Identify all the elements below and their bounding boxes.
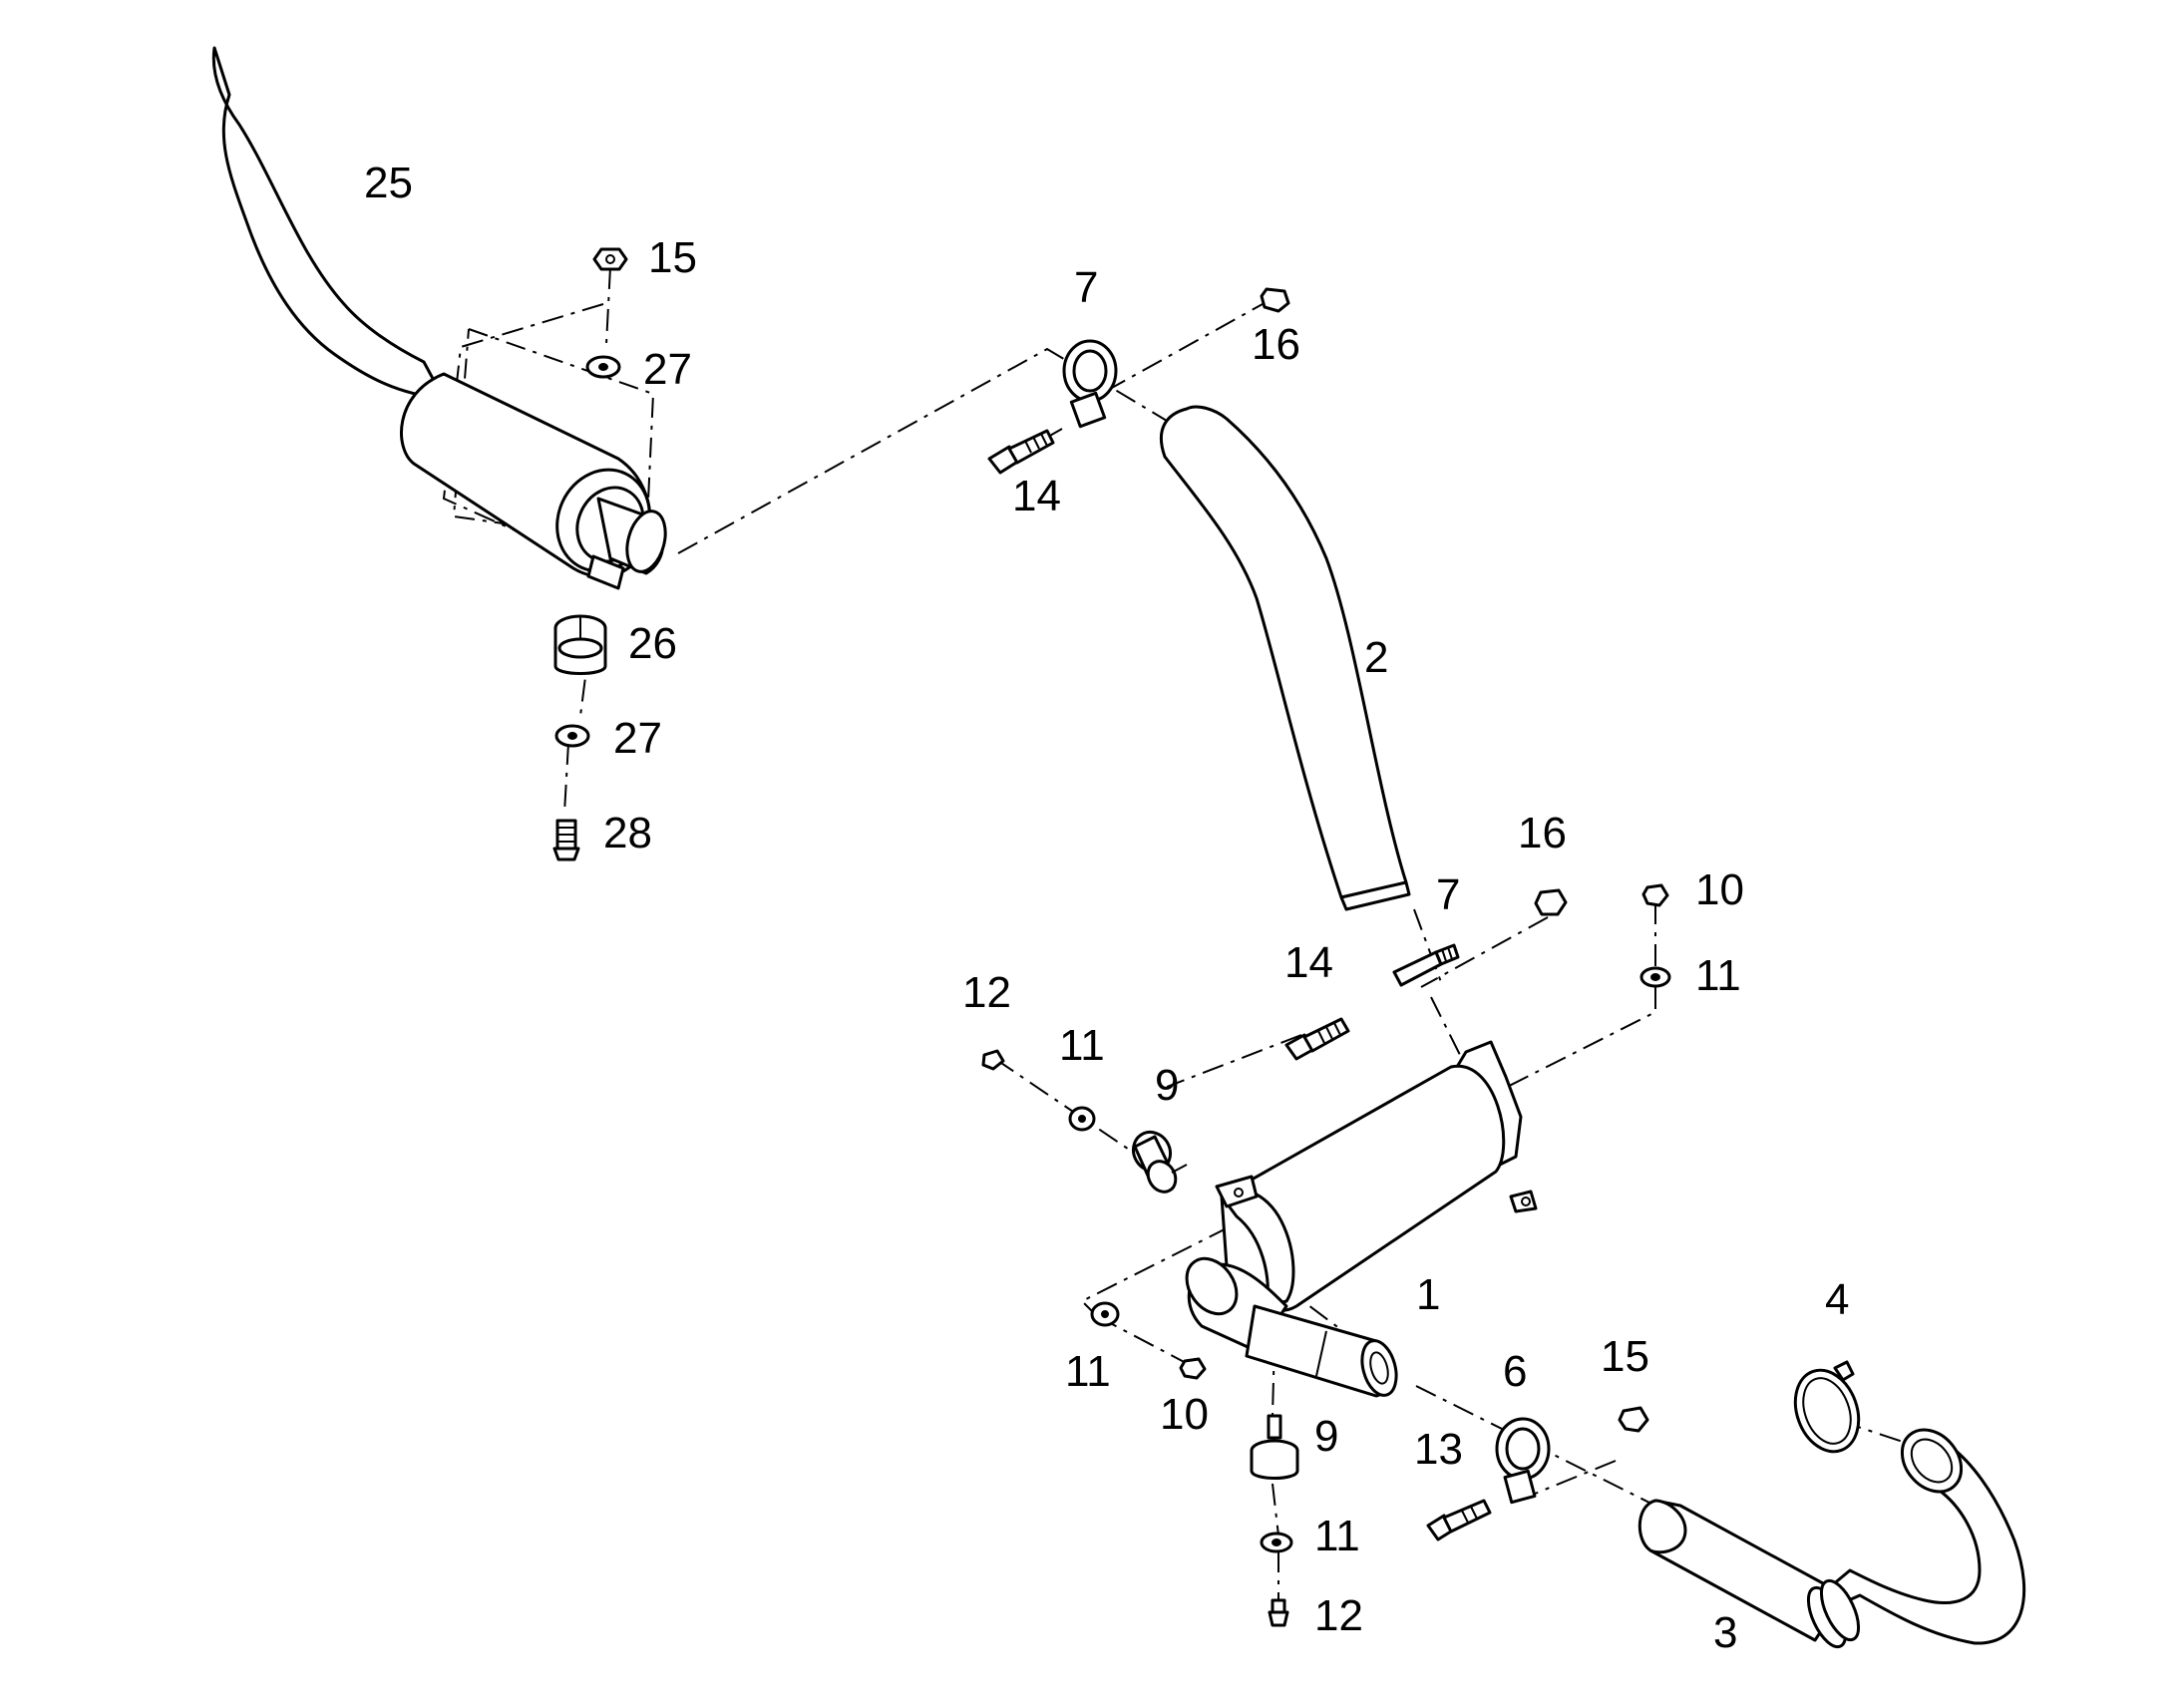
callout-16-lower: 16	[1518, 809, 1567, 857]
callout-11-lower: 11	[1314, 1512, 1360, 1560]
callout-3: 3	[1713, 1608, 1737, 1657]
callout-12-left: 12	[962, 968, 1011, 1017]
tail-pipe-muffler-25	[211, 46, 667, 590]
nut-10-right	[1641, 883, 1669, 907]
isolator-9-lower	[1250, 1414, 1299, 1480]
callout-1: 1	[1416, 1270, 1440, 1319]
callout-26: 26	[628, 619, 677, 668]
callout-15-upper: 15	[648, 233, 697, 282]
callout-labels: 25 15 27 26 27 28 7 16 14 2 16 7 10 11 1…	[364, 159, 1849, 1657]
washer-11-left	[1068, 1106, 1096, 1132]
bolt-28	[552, 819, 580, 861]
nut-15-upper	[592, 247, 628, 271]
callout-11-lower-left: 11	[1065, 1347, 1111, 1396]
clamp-6	[1495, 1417, 1551, 1505]
washer-11-lower	[1260, 1532, 1293, 1553]
bolt-14-lower	[1284, 1017, 1350, 1061]
bolt-14-upper	[987, 429, 1055, 475]
callout-11-right: 11	[1695, 951, 1741, 1000]
bolt-12-lower	[1268, 1598, 1289, 1627]
washer-11-lower-left	[1090, 1301, 1120, 1327]
callout-9-left: 9	[1155, 1061, 1179, 1110]
nut-16-lower	[1534, 888, 1568, 916]
bolt-12-left	[981, 1049, 1005, 1071]
nut-15-lower	[1618, 1406, 1649, 1433]
callout-25: 25	[364, 159, 413, 207]
washer-27-lower	[554, 724, 590, 748]
isolator-9-left	[1131, 1130, 1188, 1194]
callout-15-lower: 15	[1601, 1332, 1649, 1381]
callout-10-right: 10	[1695, 865, 1744, 914]
callout-10-lower: 10	[1160, 1390, 1209, 1439]
callout-27-upper: 27	[643, 345, 692, 394]
rubber-isolator-26	[553, 614, 607, 675]
muffler-1	[1185, 1040, 1538, 1398]
callout-9-lower: 9	[1314, 1412, 1338, 1461]
nut-10-lower	[1179, 1357, 1207, 1380]
callout-28: 28	[603, 809, 652, 857]
callout-6: 6	[1503, 1347, 1527, 1396]
callout-2: 2	[1364, 633, 1388, 682]
callout-4: 4	[1825, 1275, 1849, 1324]
nut-16-upper	[1260, 287, 1290, 313]
spring-clamp-4	[1793, 1360, 1861, 1454]
callout-14-lower: 14	[1284, 938, 1333, 987]
washer-27-upper	[585, 355, 621, 379]
callout-27-lower: 27	[613, 714, 662, 763]
clamp-7-upper	[1062, 339, 1118, 429]
callout-11-left: 11	[1059, 1021, 1105, 1070]
callout-12-lower: 12	[1314, 1591, 1363, 1640]
callout-14-upper: 14	[1012, 472, 1061, 520]
clamp-7-lower	[1392, 943, 1460, 987]
callout-16-upper: 16	[1252, 320, 1300, 369]
bolt-13	[1426, 1499, 1492, 1541]
head-pipe-3	[1637, 1428, 2026, 1649]
callout-7-upper: 7	[1074, 263, 1098, 312]
callout-7-lower: 7	[1436, 870, 1460, 919]
washer-11-right	[1639, 966, 1671, 988]
callout-13: 13	[1414, 1425, 1463, 1474]
mid-pipe-2	[1159, 405, 1411, 911]
